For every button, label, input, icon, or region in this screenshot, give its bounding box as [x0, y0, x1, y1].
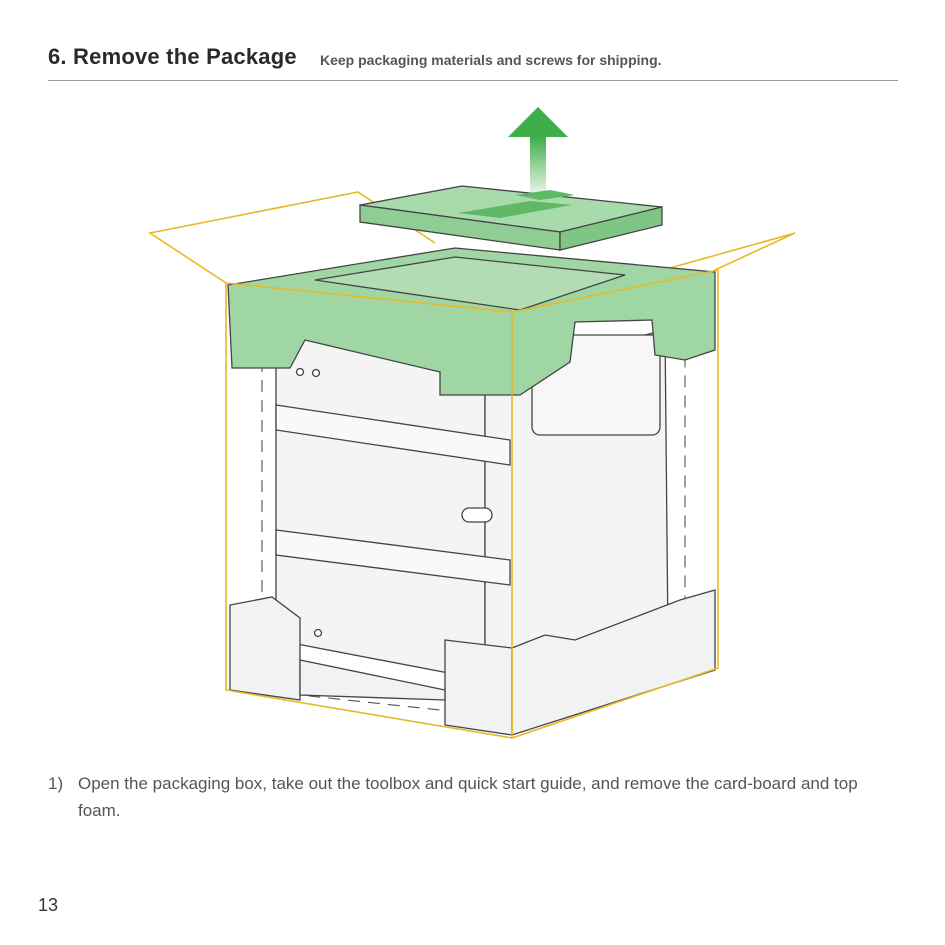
box-outline [225, 269, 719, 739]
bottom-foam [229, 589, 716, 736]
section-header: 6. Remove the Package Keep packaging mat… [48, 44, 898, 81]
lifted-tray [359, 185, 663, 251]
step-number: 1) [48, 774, 64, 793]
unboxing-illustration [147, 107, 796, 739]
lift-arrow-icon [508, 107, 568, 195]
section-subtitle: Keep packaging materials and screws for … [320, 52, 662, 68]
step-text: Open the packaging box, take out the too… [78, 774, 858, 820]
page-number: 13 [38, 895, 59, 915]
printer-device [275, 327, 669, 681]
section-title: 6. Remove the Package [48, 44, 297, 69]
top-foam [227, 247, 716, 396]
